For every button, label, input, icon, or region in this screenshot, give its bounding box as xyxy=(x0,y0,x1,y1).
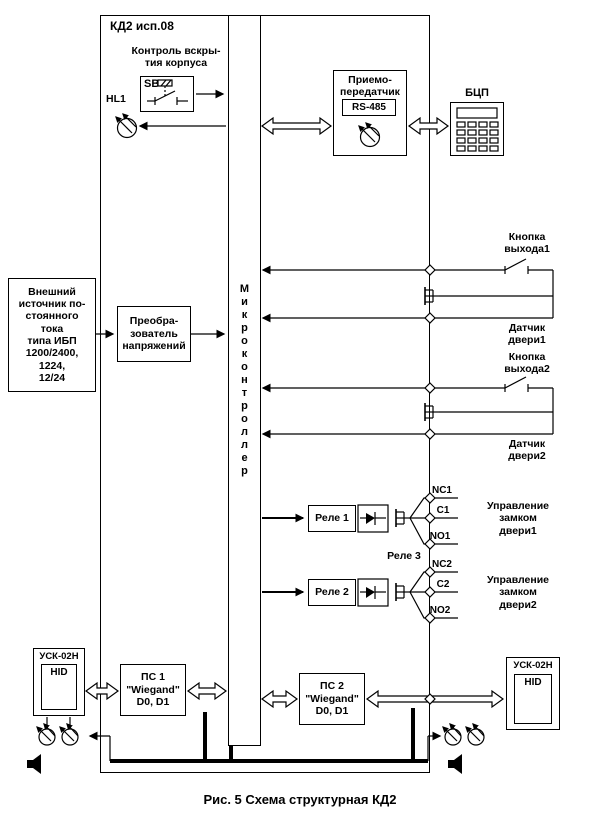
exit-button1-circuit xyxy=(261,258,554,296)
reader-left-led-icon xyxy=(37,724,55,745)
c1-label: C1 xyxy=(436,505,450,516)
ps2-box: ПС 2 "Wiegand" D0, D1 xyxy=(299,673,365,725)
reader-right-led-icon xyxy=(443,724,461,745)
indicator-feeds xyxy=(46,717,442,761)
speaker-icon xyxy=(448,754,462,774)
c2-label: C2 xyxy=(436,579,450,590)
ext-power-box: Внешний источник по- стоянного тока типа… xyxy=(8,278,96,392)
exit-button2-label: Кнопка выхода2 xyxy=(504,351,550,376)
no2-label: NO2 xyxy=(429,605,451,616)
converter-box: Преобра- зователь напряжений xyxy=(117,306,191,362)
mcu-box: Микроконтроллер xyxy=(228,15,261,746)
hl1-label: HL1 xyxy=(106,93,126,105)
exit-button2-circuit xyxy=(261,376,554,412)
figure-caption: Рис. 5 Схема структурная КД2 xyxy=(203,792,397,807)
keypad-icon xyxy=(456,107,499,152)
transistor-icon xyxy=(395,508,411,528)
exit-button1-label: Кнопка выхода1 xyxy=(504,231,550,256)
reader-left-led-icon xyxy=(60,724,78,745)
ps1-box: ПС 1 "Wiegand" D0, D1 xyxy=(120,664,186,716)
relay1-box: Реле 1 xyxy=(308,505,356,532)
usk-left-title: УСК-02Н xyxy=(39,651,79,662)
tamper-label: Контроль вскры- тия корпуса xyxy=(131,45,221,70)
relay3-label: Реле 3 xyxy=(387,550,421,562)
mcu-label: Микроконтроллер xyxy=(238,283,251,478)
usk-left-ps1-bus-arrow xyxy=(84,681,120,701)
nc2-label: NC2 xyxy=(431,559,452,570)
door-sensor1-label: Датчик двери1 xyxy=(508,322,546,347)
lock2-label: Управление замком двери2 xyxy=(486,574,550,611)
power-bus xyxy=(110,708,428,763)
reader-right-led-icon xyxy=(466,724,484,745)
hid-right-box: HID xyxy=(514,674,552,724)
bcp-label: БЦП xyxy=(465,87,489,99)
tamper-switch-icon xyxy=(147,79,188,105)
nc1-label: NC1 xyxy=(431,485,452,496)
transistor-icon xyxy=(395,582,411,602)
kd2-title: КД2 исп.08 xyxy=(110,19,174,33)
lock1-label: Управление замком двери1 xyxy=(486,500,550,537)
hl1-led-icon xyxy=(116,114,137,138)
diode-icon xyxy=(360,512,386,525)
diode-icon xyxy=(360,586,386,599)
speaker-icon xyxy=(27,754,41,774)
transceiver-bcp-bus-arrow xyxy=(407,116,450,136)
transceiver-led-icon xyxy=(359,123,380,147)
mcu-ps2-bus-arrow xyxy=(260,689,299,709)
door-sensor2-circuit xyxy=(261,402,554,439)
relay2-box: Реле 2 xyxy=(308,579,356,606)
hid-left-box: HID xyxy=(41,664,77,710)
rs485-box: RS-485 xyxy=(342,99,396,116)
usk-right-title: УСК-02Н xyxy=(513,660,553,671)
transceiver-title: Приемо- передатчик xyxy=(340,74,400,99)
relay1-driver xyxy=(357,497,458,545)
transistor-icon xyxy=(424,402,440,422)
ps1-mcu-bus-arrow xyxy=(186,681,228,701)
mcu-transceiver-bus-arrow xyxy=(260,116,333,136)
sb-label: SB xyxy=(144,78,160,90)
border-node-diamonds xyxy=(424,264,436,705)
transistor-icon xyxy=(424,286,440,306)
door-sensor2-label: Датчик двери2 xyxy=(508,438,546,463)
relay2-driver xyxy=(357,571,458,619)
no1-label: NO1 xyxy=(429,531,451,542)
door-sensor1-circuit xyxy=(261,286,554,323)
